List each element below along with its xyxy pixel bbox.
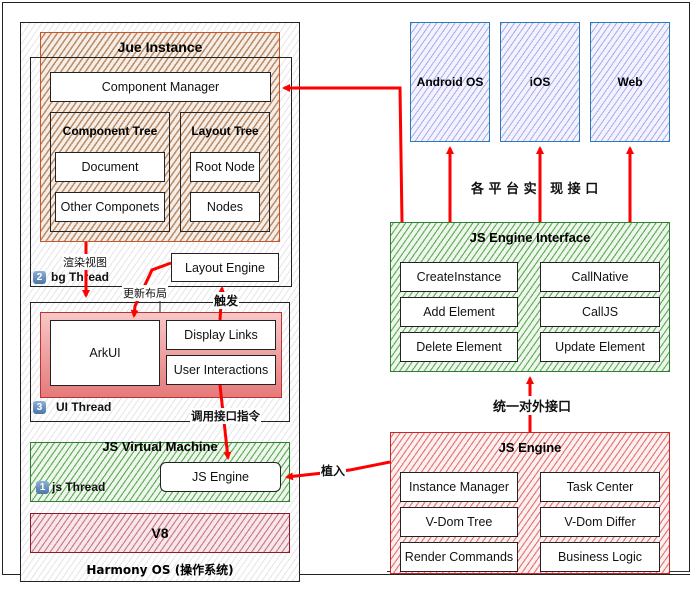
- js-vm-title: JS Virtual Machine: [102, 438, 218, 454]
- platform-android: [410, 22, 490, 142]
- display-links[interactable]: Display Links: [166, 320, 276, 350]
- js-engine-interface-title: JS Engine Interface: [469, 229, 591, 245]
- annotation-call-interface: 调用接口指令: [190, 408, 261, 424]
- outer-frame-left: [2, 2, 690, 575]
- annotation-update-layout: 更新布局: [122, 285, 168, 301]
- layout-engine[interactable]: Layout Engine: [171, 253, 279, 282]
- js-engine-vm[interactable]: JS Engine: [160, 462, 281, 492]
- create-instance[interactable]: CreateInstance: [400, 262, 518, 292]
- platform-android-label: Android OS: [416, 75, 484, 89]
- annotation-render-view: 渲染视图: [62, 254, 108, 270]
- component-tree: [50, 112, 170, 232]
- component-manager[interactable]: Component Manager: [50, 72, 271, 102]
- business-logic[interactable]: Business Logic: [540, 542, 660, 572]
- arkui[interactable]: ArkUI: [50, 320, 160, 386]
- layout-tree: [180, 112, 270, 232]
- v8-label: V8: [151, 525, 169, 541]
- js-thread-badge: 1: [36, 480, 49, 494]
- bg-thread-text: bg Thread: [51, 270, 110, 284]
- delete-element[interactable]: Delete Element: [400, 332, 518, 362]
- document-node[interactable]: Document: [55, 152, 165, 182]
- render-commands[interactable]: Render Commands: [400, 542, 518, 572]
- component-tree-title: Component Tree: [62, 124, 158, 138]
- other-components-node[interactable]: Other Componets: [55, 192, 165, 222]
- annotation-unified-interface: 统一对外接口: [492, 396, 573, 415]
- ui-thread-text: UI Thread: [56, 400, 112, 414]
- layout-tree-title: Layout Tree: [191, 124, 259, 138]
- v-dom-tree[interactable]: V-Dom Tree: [400, 507, 518, 537]
- js-thread-text: js Thread: [52, 480, 106, 494]
- instance-manager[interactable]: Instance Manager: [400, 472, 518, 502]
- v8-box: [30, 513, 290, 553]
- annotation-trigger: 触发: [213, 292, 240, 309]
- bg-thread-label: 2 bg Thread: [33, 270, 109, 284]
- root-node[interactable]: Root Node: [190, 152, 260, 182]
- bg-thread-badge: 2: [33, 270, 46, 284]
- user-interactions[interactable]: User Interactions: [166, 355, 276, 385]
- call-native[interactable]: CallNative: [540, 262, 660, 292]
- platform-web-label: Web: [617, 75, 643, 89]
- platform-ios: [500, 22, 580, 142]
- annotation-platform-impl: 各 平 台 实 现 接 口: [471, 182, 599, 197]
- harmony-os-label: Harmony OS (操作系统): [86, 562, 234, 577]
- jue-instance-title: Jue Instance: [117, 39, 203, 55]
- ui-thread-badge: 3: [33, 400, 46, 414]
- update-element[interactable]: Update Element: [540, 332, 660, 362]
- v-dom-differ[interactable]: V-Dom Differ: [540, 507, 660, 537]
- js-thread-label: 1 js Thread: [36, 480, 105, 494]
- annotation-inject: 植入: [320, 462, 347, 479]
- nodes-node[interactable]: Nodes: [190, 192, 260, 222]
- platform-ios-label: iOS: [529, 75, 551, 89]
- js-engine-title: JS Engine: [498, 439, 562, 455]
- ui-thread-label: 3 UI Thread: [33, 400, 111, 414]
- call-js[interactable]: CallJS: [540, 297, 660, 327]
- add-element[interactable]: Add Element: [400, 297, 518, 327]
- task-center[interactable]: Task Center: [540, 472, 660, 502]
- platform-web: [590, 22, 670, 142]
